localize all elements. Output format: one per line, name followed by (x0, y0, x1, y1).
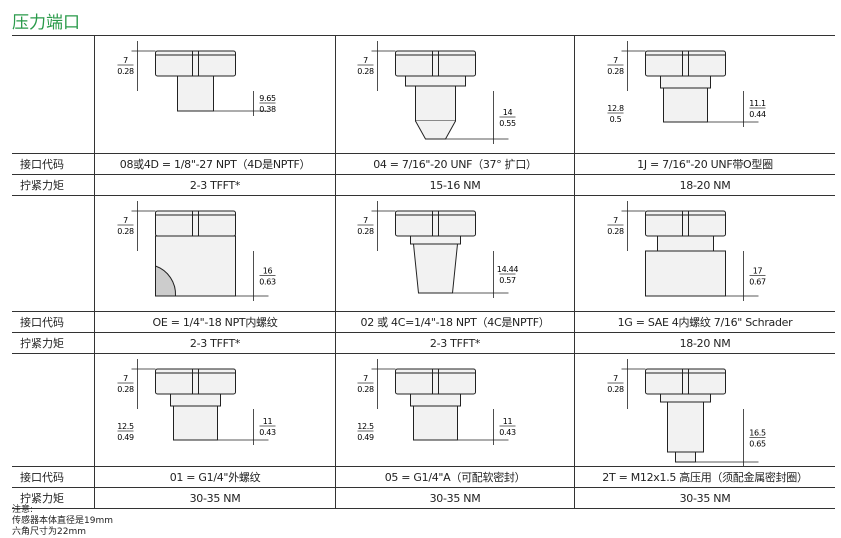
row-label: 拧紧力矩 (20, 492, 64, 505)
dimension-value: 11 (503, 417, 513, 426)
torque-value: 2-3 TFFT* (94, 175, 335, 195)
dimension-value: 0.67 (749, 278, 766, 287)
dimension-value: 12.5 (117, 422, 134, 431)
dimension-value: 0.5 (610, 115, 622, 124)
dimension-value: 7 (363, 56, 368, 65)
notes: 注意: 传感器本体直径是19mm 六角尺寸为22mm (12, 505, 113, 538)
dimension-value: 17 (753, 267, 763, 276)
row-label: 接口代码 (20, 471, 64, 484)
row-label: 拧紧力矩 (20, 179, 64, 192)
fitting-drawing: 7 0.28 12.5 0.49 11 0.43 (357, 359, 516, 445)
dimension-value: 0.43 (259, 428, 276, 437)
port-code: 01 = G1/4"外螺纹 (94, 467, 335, 487)
torque-value: 18-20 NM (574, 175, 835, 195)
dimension-value: 11.1 (749, 99, 766, 108)
port-code: 1J = 7/16"-20 UNF带O型圈 (574, 154, 835, 174)
torque-value: 30-35 NM (94, 488, 335, 508)
dimension-value: 0.28 (607, 385, 624, 394)
port-code: 02 或 4C=1/4"-18 NPT（4C是NPTF） (335, 312, 574, 332)
note-line: 注意: (12, 505, 34, 515)
dimension-value: 7 (123, 216, 128, 225)
torque-value: 2-3 TFFT* (335, 333, 574, 353)
dimension-value: 0.28 (357, 67, 374, 76)
dimension-value: 0.38 (259, 105, 276, 114)
torque-value: 18-20 NM (574, 333, 835, 353)
dimension-value: 0.28 (357, 227, 374, 236)
dimension-value: 7 (613, 216, 618, 225)
row-label: 接口代码 (20, 158, 64, 171)
dimension-value: 0.57 (499, 276, 516, 285)
note-line: 六角尺寸为22mm (12, 527, 86, 537)
dimension-value: 7 (363, 374, 368, 383)
dimension-value: 12.8 (607, 104, 624, 113)
dimension-value: 0.63 (259, 278, 276, 287)
port-code: OE = 1/4"-18 NPT内螺纹 (94, 312, 335, 332)
dimension-value: 14 (503, 108, 513, 117)
dimension-value: 0.28 (117, 385, 134, 394)
dimension-value: 7 (613, 56, 618, 65)
dimension-value: 0.55 (499, 119, 516, 128)
fitting-drawing: 7 0.28 12.5 0.49 11 0.43 (117, 359, 276, 445)
dimension-value: 0.28 (607, 227, 624, 236)
dimension-value: 0.28 (117, 67, 134, 76)
dimension-value: 7 (123, 56, 128, 65)
dimension-value: 0.49 (357, 433, 374, 442)
port-code: 08或4D = 1/8"-27 NPT（4D是NPTF） (94, 154, 335, 174)
fitting-drawing: 7 0.28 16 0.63 (117, 201, 276, 301)
fitting-drawing: 7 0.28 16.5 0.65 (607, 359, 766, 466)
torque-value: 15-16 NM (335, 175, 574, 195)
row-label: 拧紧力矩 (20, 337, 64, 350)
dimension-value: 0.28 (607, 67, 624, 76)
port-code: 2T = M12x1.5 高压用（须配金属密封圈） (574, 467, 835, 487)
row-label: 接口代码 (20, 316, 64, 329)
port-code: 05 = G1/4"A（可配软密封） (335, 467, 574, 487)
port-code: 04 = 7/16"-20 UNF（37° 扩口） (335, 154, 574, 174)
fitting-drawing: 7 0.28 9.65 0.38 (117, 41, 276, 116)
dimension-value: 7 (613, 374, 618, 383)
torque-value: 2-3 TFFT* (94, 333, 335, 353)
dimension-value: 11 (263, 417, 273, 426)
dimension-value: 0.65 (749, 440, 766, 449)
dimension-value: 0.49 (117, 433, 134, 442)
dimension-value: 0.43 (499, 428, 516, 437)
dimension-value: 0.28 (117, 227, 134, 236)
dimension-value: 14.44 (497, 265, 519, 274)
fitting-drawing: 7 0.28 14 0.55 (357, 41, 516, 144)
note-line: 传感器本体直径是19mm (12, 516, 113, 526)
page-title: 压力端口 (12, 13, 80, 33)
pressure-port-table: 7 0.28 9.65 0.38 7 0.28 14 0.55 7 0.28 12.8 0… (12, 35, 835, 509)
torque-value: 30-35 NM (574, 488, 835, 508)
dimension-value: 0.28 (357, 385, 374, 394)
fitting-drawing: 7 0.28 14.44 0.57 (357, 201, 519, 298)
fitting-drawing: 7 0.28 12.8 0.5 11.1 0.44 (607, 41, 766, 127)
dimension-value: 16.5 (749, 429, 766, 438)
dimension-value: 7 (363, 216, 368, 225)
port-code: 1G = SAE 4内螺纹 7/16" Schrader (574, 312, 835, 332)
dimension-value: 7 (123, 374, 128, 383)
dimension-value: 0.44 (749, 110, 766, 119)
dimension-value: 12.5 (357, 422, 374, 431)
dimension-value: 16 (263, 267, 273, 276)
code-row: 接口代码 08或4D = 1/8"-27 NPT（4D是NPTF）04 = 7/1… (12, 154, 835, 175)
fitting-drawing: 7 0.28 17 0.67 (607, 201, 766, 301)
dimension-value: 9.65 (259, 94, 276, 103)
torque-value: 30-35 NM (335, 488, 574, 508)
